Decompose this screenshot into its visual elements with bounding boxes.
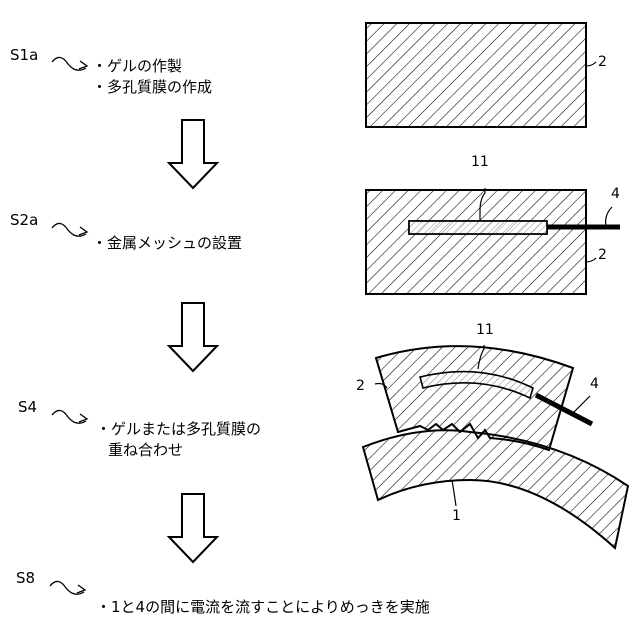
step-text-s4-line2: 重ね合わせ <box>108 441 183 460</box>
step-text-s1a-line1: ・ゲルの作製 <box>92 57 182 76</box>
step-pointers <box>50 57 87 594</box>
lead-leader-3 <box>572 396 590 414</box>
workpiece <box>363 430 628 548</box>
label-workpiece: 1 <box>452 508 461 524</box>
label-lead-2: 4 <box>611 186 620 202</box>
workpiece-leader <box>452 480 456 506</box>
label-gel-1: 2 <box>598 54 607 70</box>
down-arrow-1 <box>169 120 217 188</box>
step-id-s4: S4 <box>18 398 37 416</box>
label-lead-3: 4 <box>590 376 599 392</box>
gel-block-2 <box>366 190 586 294</box>
step-text-s4-line1: ・ゲルまたは多孔質膜の <box>96 420 261 439</box>
flow-arrows <box>169 120 217 562</box>
down-arrow-2 <box>169 303 217 371</box>
step-text-s2a: ・金属メッシュの設置 <box>92 234 242 253</box>
label-gel-2: 2 <box>598 247 607 263</box>
gel-leader-1 <box>586 62 596 66</box>
label-mesh-3: 11 <box>476 322 494 338</box>
figure-gel-with-mesh <box>366 188 620 294</box>
step-text-s8: ・1と4の間に電流を流すことによりめっきを実施 <box>96 598 430 617</box>
label-gel-3: 2 <box>356 378 365 394</box>
lead-leader <box>606 207 612 227</box>
figure-gel <box>366 23 596 127</box>
figure-overlay <box>363 345 628 548</box>
step-id-s2a: S2a <box>10 211 38 229</box>
gel-leader-2 <box>586 258 596 262</box>
mesh-inner <box>409 221 547 234</box>
step-id-s8: S8 <box>16 569 35 587</box>
step-id-s1a: S1a <box>10 46 38 64</box>
label-mesh-2: 11 <box>471 154 489 170</box>
step-text-s1a-line2: ・多孔質膜の作成 <box>92 78 212 97</box>
down-arrow-3 <box>169 494 217 562</box>
gel-block-1 <box>366 23 586 127</box>
